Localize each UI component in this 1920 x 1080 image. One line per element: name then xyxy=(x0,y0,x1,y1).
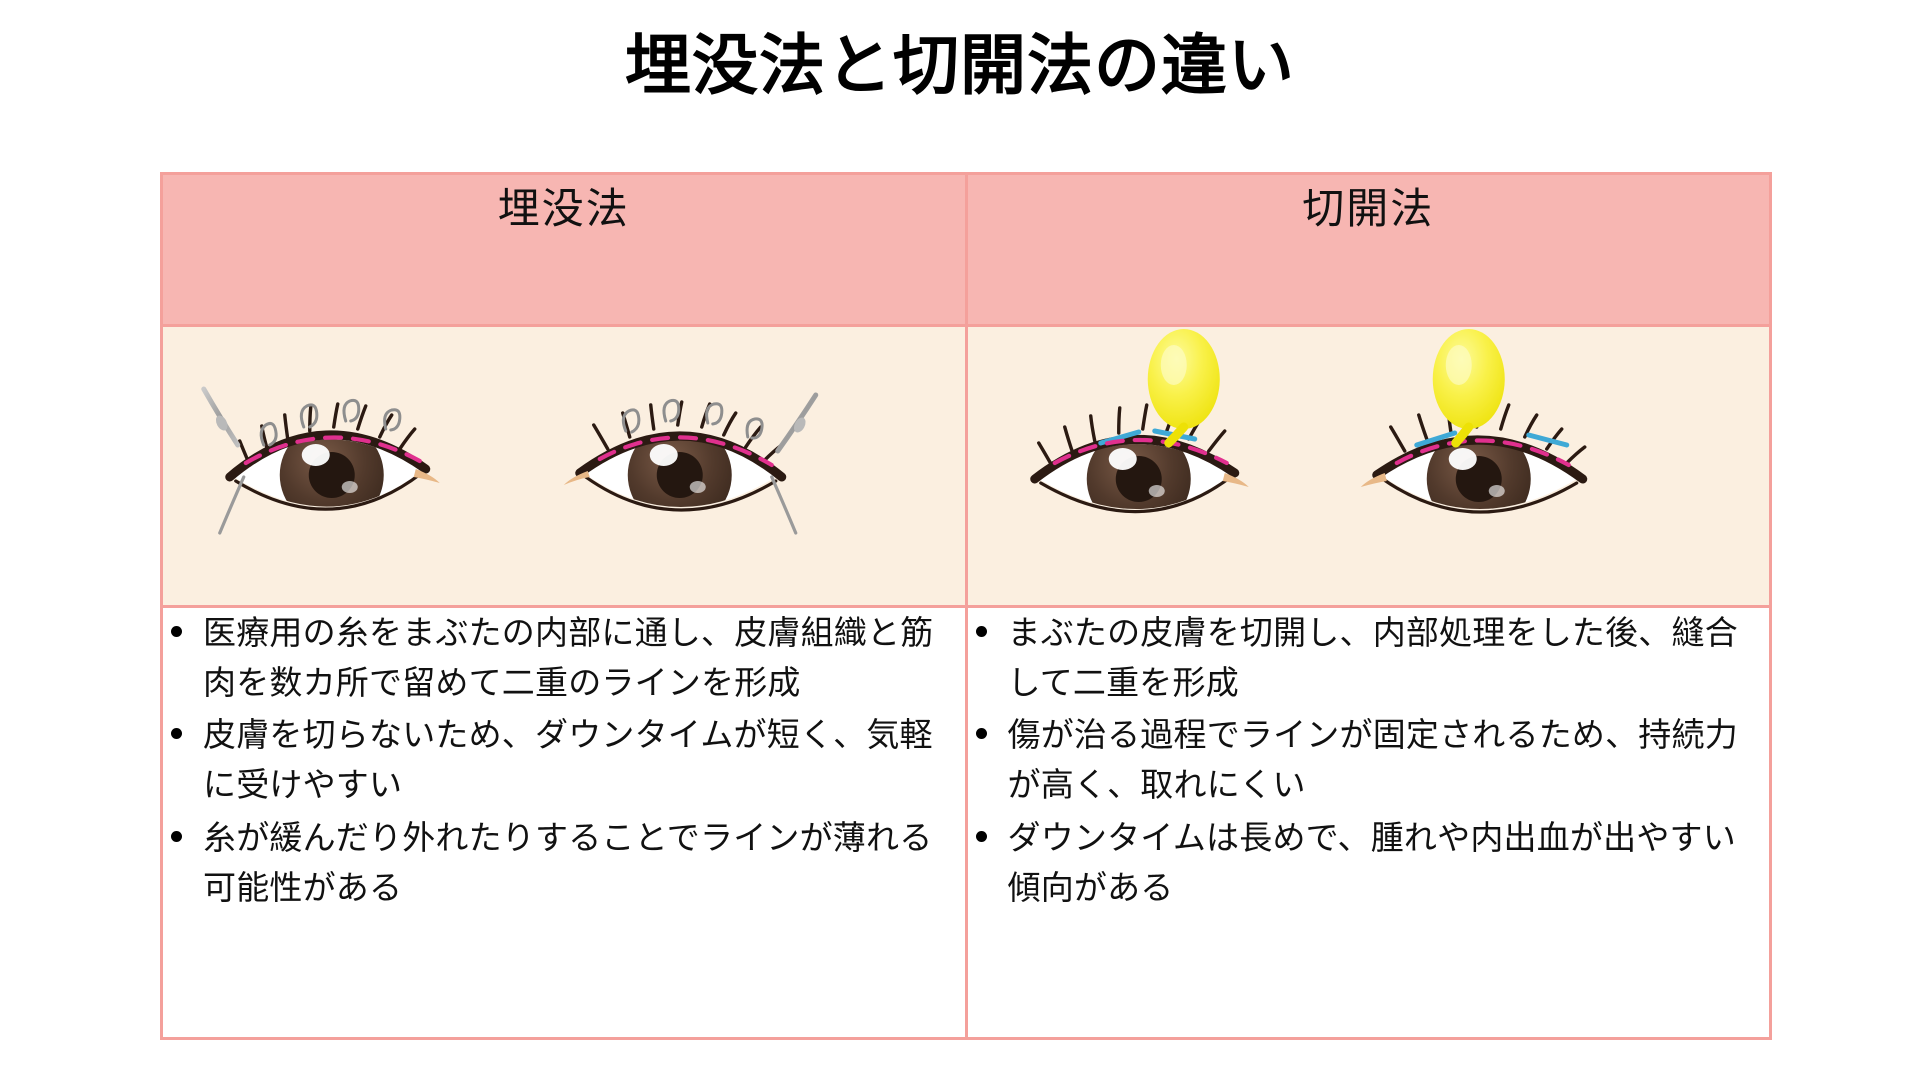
list-item: ダウンタイムは長めで、腫れや内出血が出やすい傾向がある xyxy=(968,813,1770,913)
table-header-row: 埋没法 切開法 xyxy=(160,172,1772,327)
list-item: 傷が治る過程でラインが固定されるため、持続力が高く、取れにくい xyxy=(968,710,1770,810)
scalpel-icon xyxy=(1147,329,1220,448)
list-item: 糸が緩んだり外れたりすることでラインが薄れる可能性がある xyxy=(163,813,965,913)
illustration-cell-maibotsu xyxy=(160,324,968,608)
description-cell-maibotsu: 医療用の糸をまぶたの内部に通し、皮膚組織と筋肉を数カ所で留めて二重のラインを形成… xyxy=(160,605,968,1040)
list-item: 医療用の糸をまぶたの内部に通し、皮膚組織と筋肉を数カ所で留めて二重のラインを形成 xyxy=(163,608,965,708)
illustration-cell-sekkai xyxy=(964,324,1772,608)
right-eye-group xyxy=(563,392,819,535)
comparison-table: 埋没法 切開法 xyxy=(160,172,1772,1040)
description-cell-sekkai: まぶたの皮膚を切開し、内部処理をした後、縫合して二重を形成 傷が治る過程でライン… xyxy=(964,605,1772,1040)
right-eye-group xyxy=(1360,329,1587,514)
scalpel-icon xyxy=(1432,329,1505,448)
header-cell-sekkai: 切開法 xyxy=(964,172,1772,327)
table-description-row: 医療用の糸をまぶたの内部に通し、皮膚組織と筋肉を数カ所で留めて二重のラインを形成… xyxy=(160,605,1772,1040)
header-cell-maibotsu: 埋没法 xyxy=(160,172,968,327)
table-illustration-row xyxy=(160,324,1772,608)
bullet-list-sekkai: まぶたの皮膚を切開し、内部処理をした後、縫合して二重を形成 傷が治る過程でライン… xyxy=(968,608,1770,913)
eyes-with-buried-suture-threads-illustration xyxy=(201,386,819,535)
eyes-with-scalpel-incision-illustration xyxy=(1029,329,1587,514)
left-eye-group xyxy=(201,386,440,535)
bullet-list-maibotsu: 医療用の糸をまぶたの内部に通し、皮膚組織と筋肉を数カ所で留めて二重のラインを形成… xyxy=(163,608,965,913)
left-eye-group xyxy=(1029,329,1249,514)
list-item: まぶたの皮膚を切開し、内部処理をした後、縫合して二重を形成 xyxy=(968,608,1770,708)
list-item: 皮膚を切らないため、ダウンタイムが短く、気軽に受けやすい xyxy=(163,710,965,810)
page-title: 埋没法と切開法の違い xyxy=(625,28,1295,102)
